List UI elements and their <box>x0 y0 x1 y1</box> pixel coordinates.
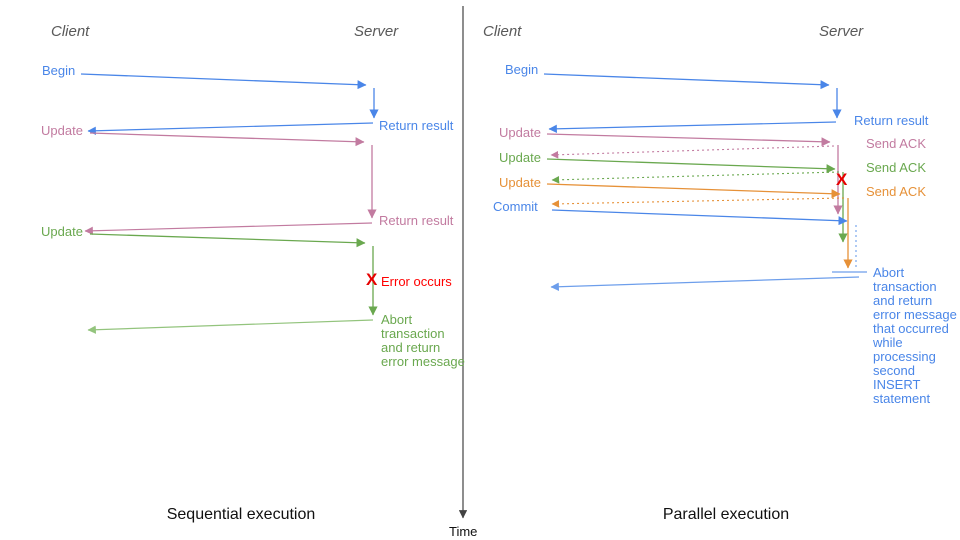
par-abort-label: Abort transaction and return error messa… <box>873 265 957 406</box>
seq-return-result-label-2: Return result <box>379 213 454 228</box>
seq-return-result-line-2 <box>84 222 373 235</box>
par-update3-request-line <box>546 183 841 199</box>
par-commit-request-line <box>551 209 848 226</box>
par-send-ack2-line <box>551 171 840 184</box>
seq-begin-request-line <box>80 73 367 90</box>
par-send-ack3-line <box>551 197 845 208</box>
seq-update2-request-line <box>89 233 366 248</box>
par-error-x-icon: X <box>836 170 848 189</box>
seq-error-label: Error occurs <box>381 274 452 289</box>
seq-abort-label: Abort transaction and return error messa… <box>381 312 465 369</box>
time-axis-label: Time <box>449 524 478 539</box>
seq-return-result-label-1: Return result <box>379 118 454 133</box>
seq-caption: Sequential execution <box>166 506 316 523</box>
par-begin-request-line <box>543 73 830 90</box>
seq-server-header: Server <box>354 23 399 40</box>
par-send-ack-label-1: Send ACK <box>866 136 926 151</box>
par-send-ack-label-3: Send ACK <box>866 184 926 199</box>
par-server-header: Server <box>819 23 864 40</box>
par-update2-request-line <box>546 158 836 174</box>
par-client-header: Client <box>483 23 522 40</box>
par-send-ack1-line <box>550 145 835 159</box>
par-update-label-3: Update <box>499 175 541 190</box>
seq-abort-return-line <box>87 319 374 334</box>
par-update-label-2: Update <box>499 150 541 165</box>
seq-return-result-line-1 <box>87 122 374 135</box>
par-return-result-label: Return result <box>854 113 929 128</box>
par-abort-return-line <box>550 276 860 291</box>
par-begin-label: Begin <box>505 62 539 77</box>
par-caption: Parallel execution <box>662 506 790 523</box>
par-send-ack-label-2: Send ACK <box>866 160 926 175</box>
par-update-label-1: Update <box>499 125 541 140</box>
seq-begin-label: Begin <box>42 63 76 78</box>
seq-client-header: Client <box>51 23 90 40</box>
seq-update-label-2: Update <box>41 224 83 239</box>
seq-update1-request-line <box>89 132 365 147</box>
seq-error-x-icon: X <box>366 270 378 289</box>
par-return-result-line <box>548 121 837 134</box>
seq-update-label-1: Update <box>41 123 83 138</box>
par-commit-label: Commit <box>493 199 538 214</box>
par-update1-request-line <box>546 133 831 147</box>
